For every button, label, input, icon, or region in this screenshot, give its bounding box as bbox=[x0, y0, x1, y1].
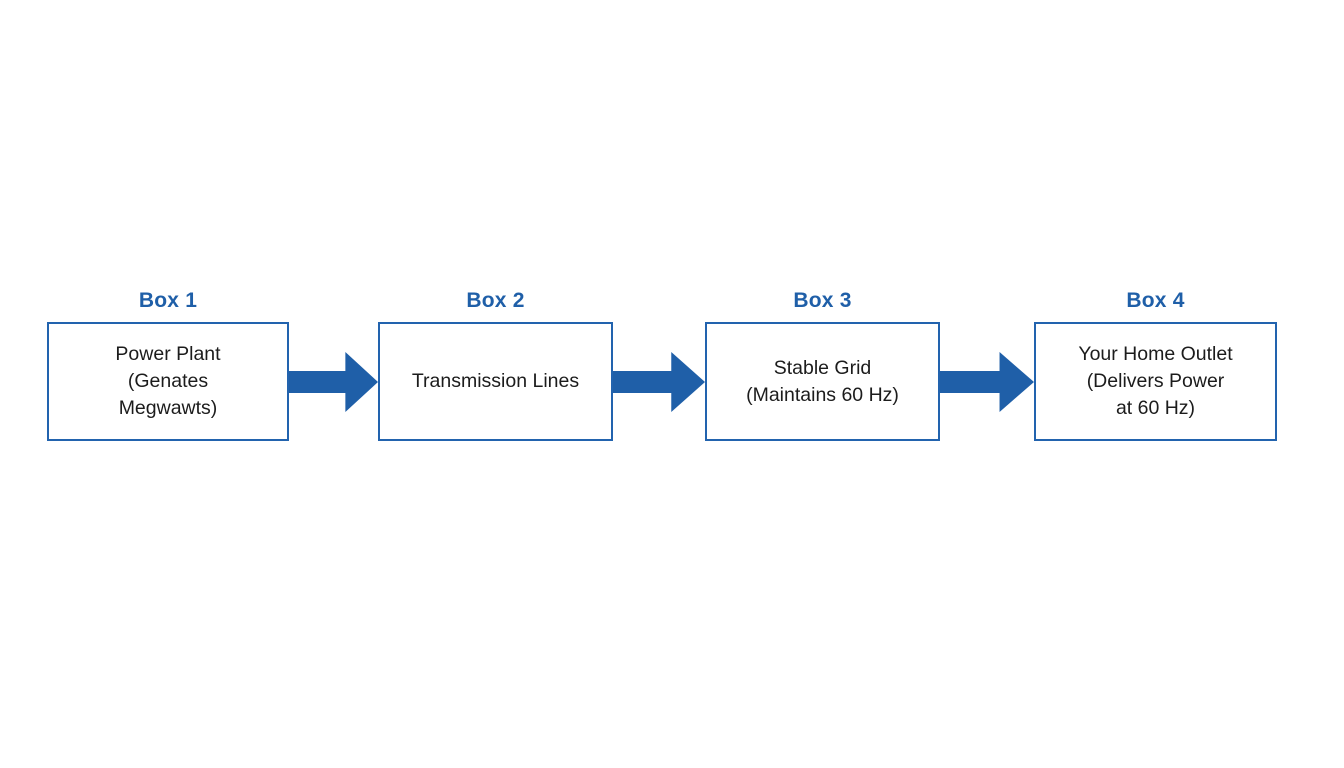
arrow-right-shape bbox=[289, 352, 378, 412]
node-text: Stable Grid (Maintains 60 Hz) bbox=[746, 356, 899, 406]
flow-node-power-plant: Box 1 Power Plant (Genates Megwawts) bbox=[47, 289, 289, 441]
arrow-right-icon bbox=[940, 352, 1034, 412]
node-text: Your Home Outlet (Delivers Power at 60 H… bbox=[1078, 343, 1233, 419]
node-title: Box 1 bbox=[138, 289, 198, 312]
node-box: Your Home Outlet (Delivers Power at 60 H… bbox=[1034, 322, 1277, 441]
arrow-right-shape bbox=[940, 352, 1034, 412]
arrow-right-icon bbox=[289, 352, 378, 412]
node-text: Power Plant (Genates Megwawts) bbox=[115, 343, 221, 419]
arrow-right-icon bbox=[613, 352, 705, 412]
node-title: Box 2 bbox=[466, 289, 525, 312]
node-title: Box 4 bbox=[1126, 289, 1185, 312]
flow-node-home-outlet: Box 4 Your Home Outlet (Delivers Power a… bbox=[1034, 289, 1277, 441]
flow-node-stable-grid: Box 3 Stable Grid (Maintains 60 Hz) bbox=[705, 289, 940, 441]
node-text: Transmission Lines bbox=[411, 370, 580, 392]
node-box: Stable Grid (Maintains 60 Hz) bbox=[705, 322, 940, 441]
flow-node-transmission-lines: Box 2 Transmission Lines bbox=[378, 289, 613, 441]
arrow-right-shape bbox=[613, 352, 705, 412]
node-title: Box 3 bbox=[793, 289, 852, 312]
node-box: Transmission Lines bbox=[378, 322, 613, 441]
node-box: Power Plant (Genates Megwawts) bbox=[47, 322, 289, 441]
